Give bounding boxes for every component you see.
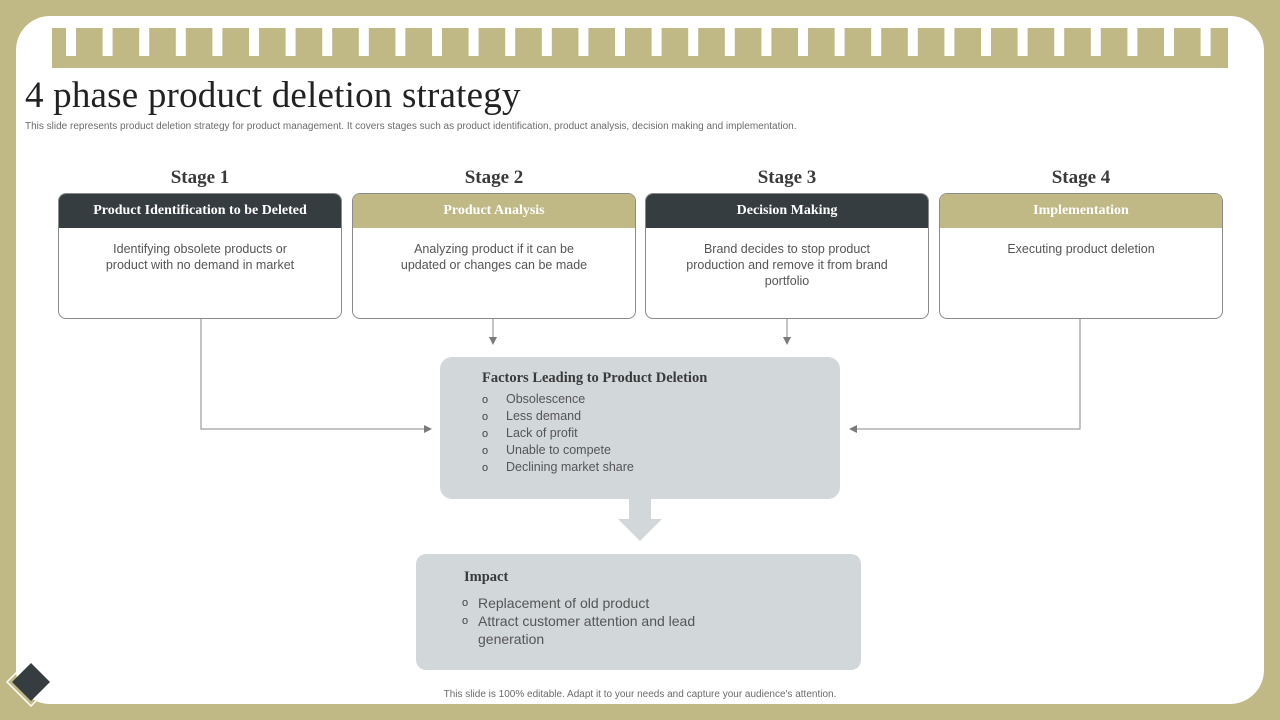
stage-2-label: Stage 2 — [464, 167, 524, 188]
slide: 4 phase product deletion strategy This s… — [16, 16, 1264, 704]
stage-1-card: Product Identification to be Deleted Ide… — [58, 193, 342, 319]
page-title: 4 phase product deletion strategy — [25, 75, 521, 116]
page-subtitle: This slide represents product deletion s… — [25, 121, 797, 132]
bullet-icon: o — [482, 394, 489, 406]
factors-title: Factors Leading to Product Deletion — [482, 370, 708, 386]
bullet-icon: o — [482, 428, 489, 440]
stage-4-description: Executing product deletion — [1007, 242, 1155, 256]
stage-1-heading: Product Identification to be Deleted — [59, 194, 341, 228]
stage-2-card: Product Analysis Analyzing product if it… — [352, 193, 636, 319]
stage-4-connector — [849, 318, 1081, 433]
footer-note: This slide is 100% editable. Adapt it to… — [443, 689, 837, 700]
down-arrow-icon — [618, 499, 662, 541]
bullet-icon: o — [461, 597, 469, 609]
stage-4-heading: Implementation — [940, 194, 1222, 228]
diamond-logo-icon — [5, 656, 57, 708]
bullet-icon: o — [482, 462, 489, 474]
decorative-top-border — [52, 16, 1228, 68]
stage-1-description: Identifying obsolete products or product… — [105, 242, 295, 272]
stage-1-connector — [200, 318, 432, 433]
stage-3-description: Brand decides to stop product production… — [686, 242, 888, 288]
bullet-icon: o — [482, 411, 489, 423]
bullet-icon: o — [461, 615, 469, 627]
stage-2-heading: Product Analysis — [353, 194, 635, 228]
stage-3-heading: Decision Making — [646, 194, 928, 228]
stage-3-card: Decision Making Brand decides to stop pr… — [645, 193, 929, 319]
stage-3-label: Stage 3 — [757, 167, 817, 188]
impact-title: Impact — [464, 569, 509, 585]
bullet-icon: o — [482, 445, 489, 457]
stage-4-label: Stage 4 — [1051, 167, 1111, 188]
stage-1-label: Stage 1 — [170, 167, 230, 188]
stage-2-description: Analyzing product if it can be updated o… — [400, 242, 588, 272]
stage-4-card: Implementation Executing product deletio… — [939, 193, 1223, 319]
